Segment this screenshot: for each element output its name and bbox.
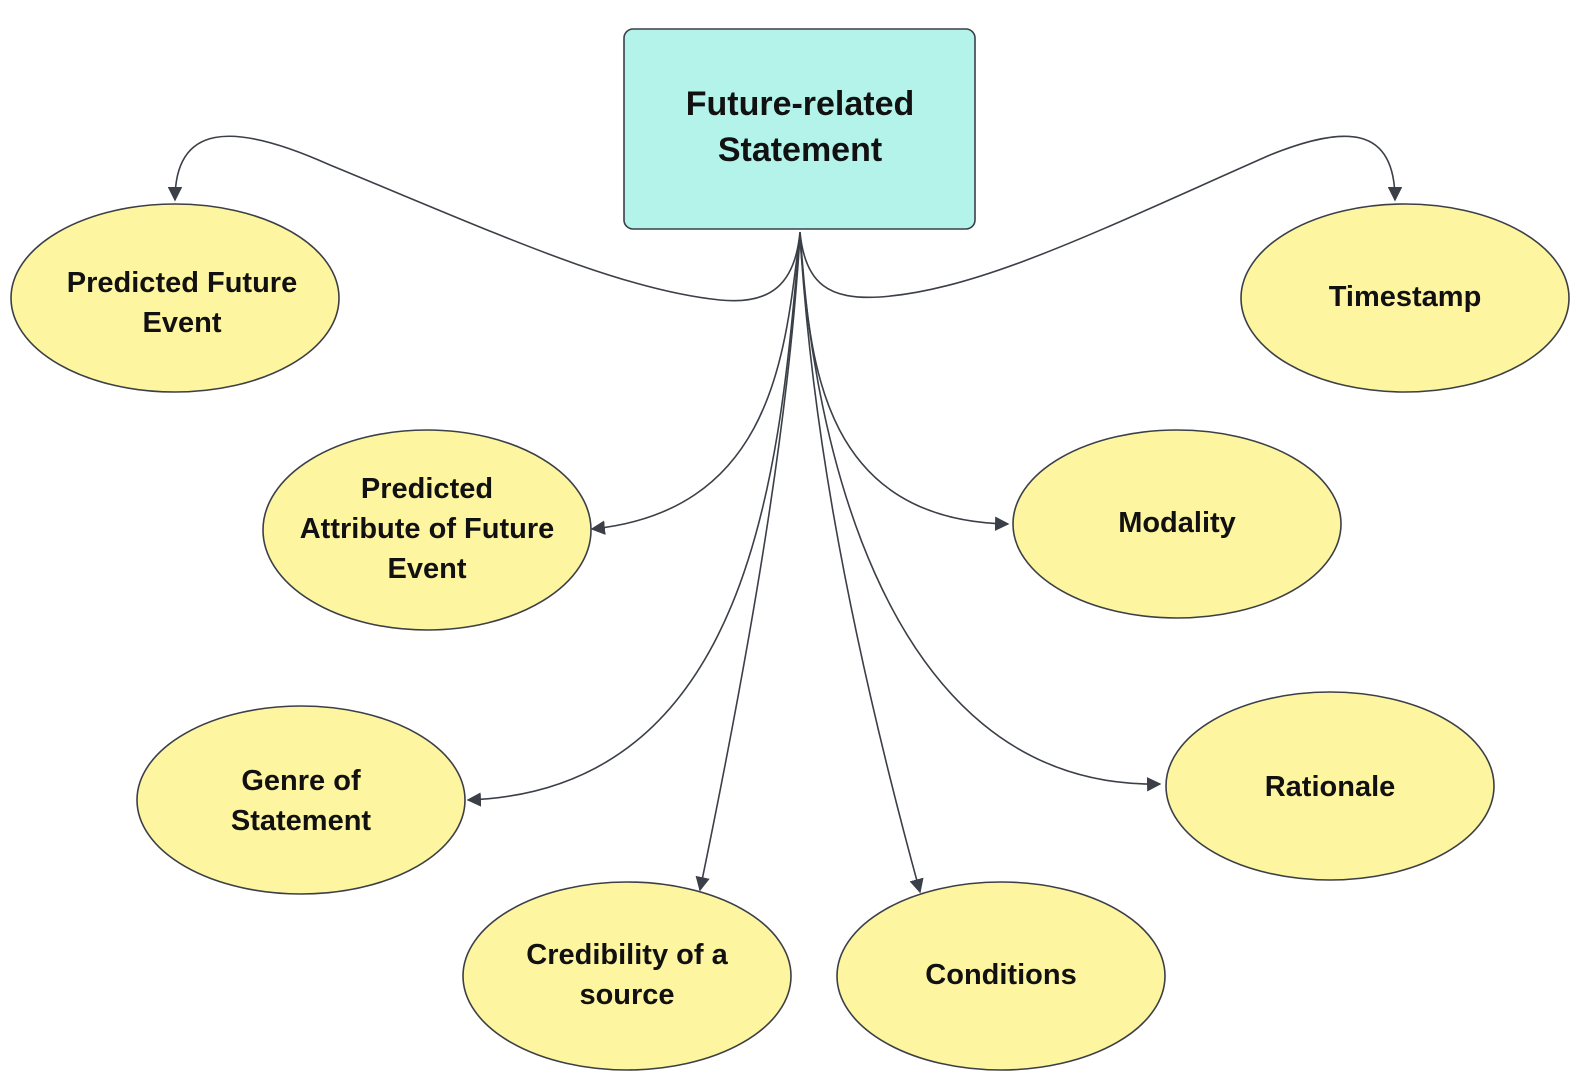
edge-timestamp [799,135,1403,299]
edge-credibility-of-source [695,234,801,892]
svg-text:Rationale: Rationale [1265,771,1396,803]
svg-text:Credibility of a: Credibility of a [526,939,728,971]
svg-text:Timestamp: Timestamp [1329,281,1482,313]
node-label-line: Modality [1118,507,1236,539]
edge-rationale [799,234,1162,792]
svg-text:Event: Event [388,553,467,585]
node-timestamp: Timestamp [1240,203,1570,393]
root-label-line: Statement [718,131,882,169]
node-predicted-future-event: Predicted Future Event [10,203,340,393]
edge-predicted-future-event [167,135,801,302]
edge-conditions [799,234,924,894]
node-label-line: Attribute of Future [300,513,555,545]
node-label-line: Conditions [925,959,1076,991]
node-conditions: Conditions [836,881,1166,1071]
node-rationale: Rationale [1165,691,1495,881]
svg-text:Predicted: Predicted [361,473,493,505]
root-node: Future-related Statement [623,28,976,230]
svg-text:source: source [579,979,674,1011]
svg-text:Future-related: Future-related [686,85,915,123]
svg-text:Event: Event [143,307,222,339]
svg-text:Genre of: Genre of [241,765,361,797]
svg-text:Modality: Modality [1118,507,1236,539]
root-label-line: Future-related [686,85,915,123]
node-label-line: Predicted [361,473,493,505]
edges [167,135,1403,894]
svg-text:Attribute of Future: Attribute of Future [300,513,555,545]
node-label-line: Statement [231,805,372,837]
svg-text:Predicted Future: Predicted Future [67,267,297,299]
node-label-line: Credibility of a [526,939,728,971]
node-label-line: Event [143,307,222,339]
svg-text:Statement: Statement [231,805,372,837]
node-label-line: source [579,979,674,1011]
edge-genre-of-statement [466,234,801,807]
svg-text:Conditions: Conditions [925,959,1076,991]
node-label-line: Timestamp [1329,281,1482,313]
edge-predicted-attribute [590,234,801,535]
node-predicted-attribute: Predicted Attribute of Future Event [262,429,592,631]
node-label-line: Event [388,553,467,585]
node-modality: Modality [1012,429,1342,619]
node-genre-of-statement: Genre of Statement [136,705,466,895]
node-label-line: Predicted Future [67,267,297,299]
node-label-line: Genre of [241,765,361,797]
node-label-line: Rationale [1265,771,1396,803]
edge-modality [799,234,1010,531]
node-credibility-of-source: Credibility of a source [462,881,792,1071]
svg-text:Statement: Statement [718,131,882,169]
